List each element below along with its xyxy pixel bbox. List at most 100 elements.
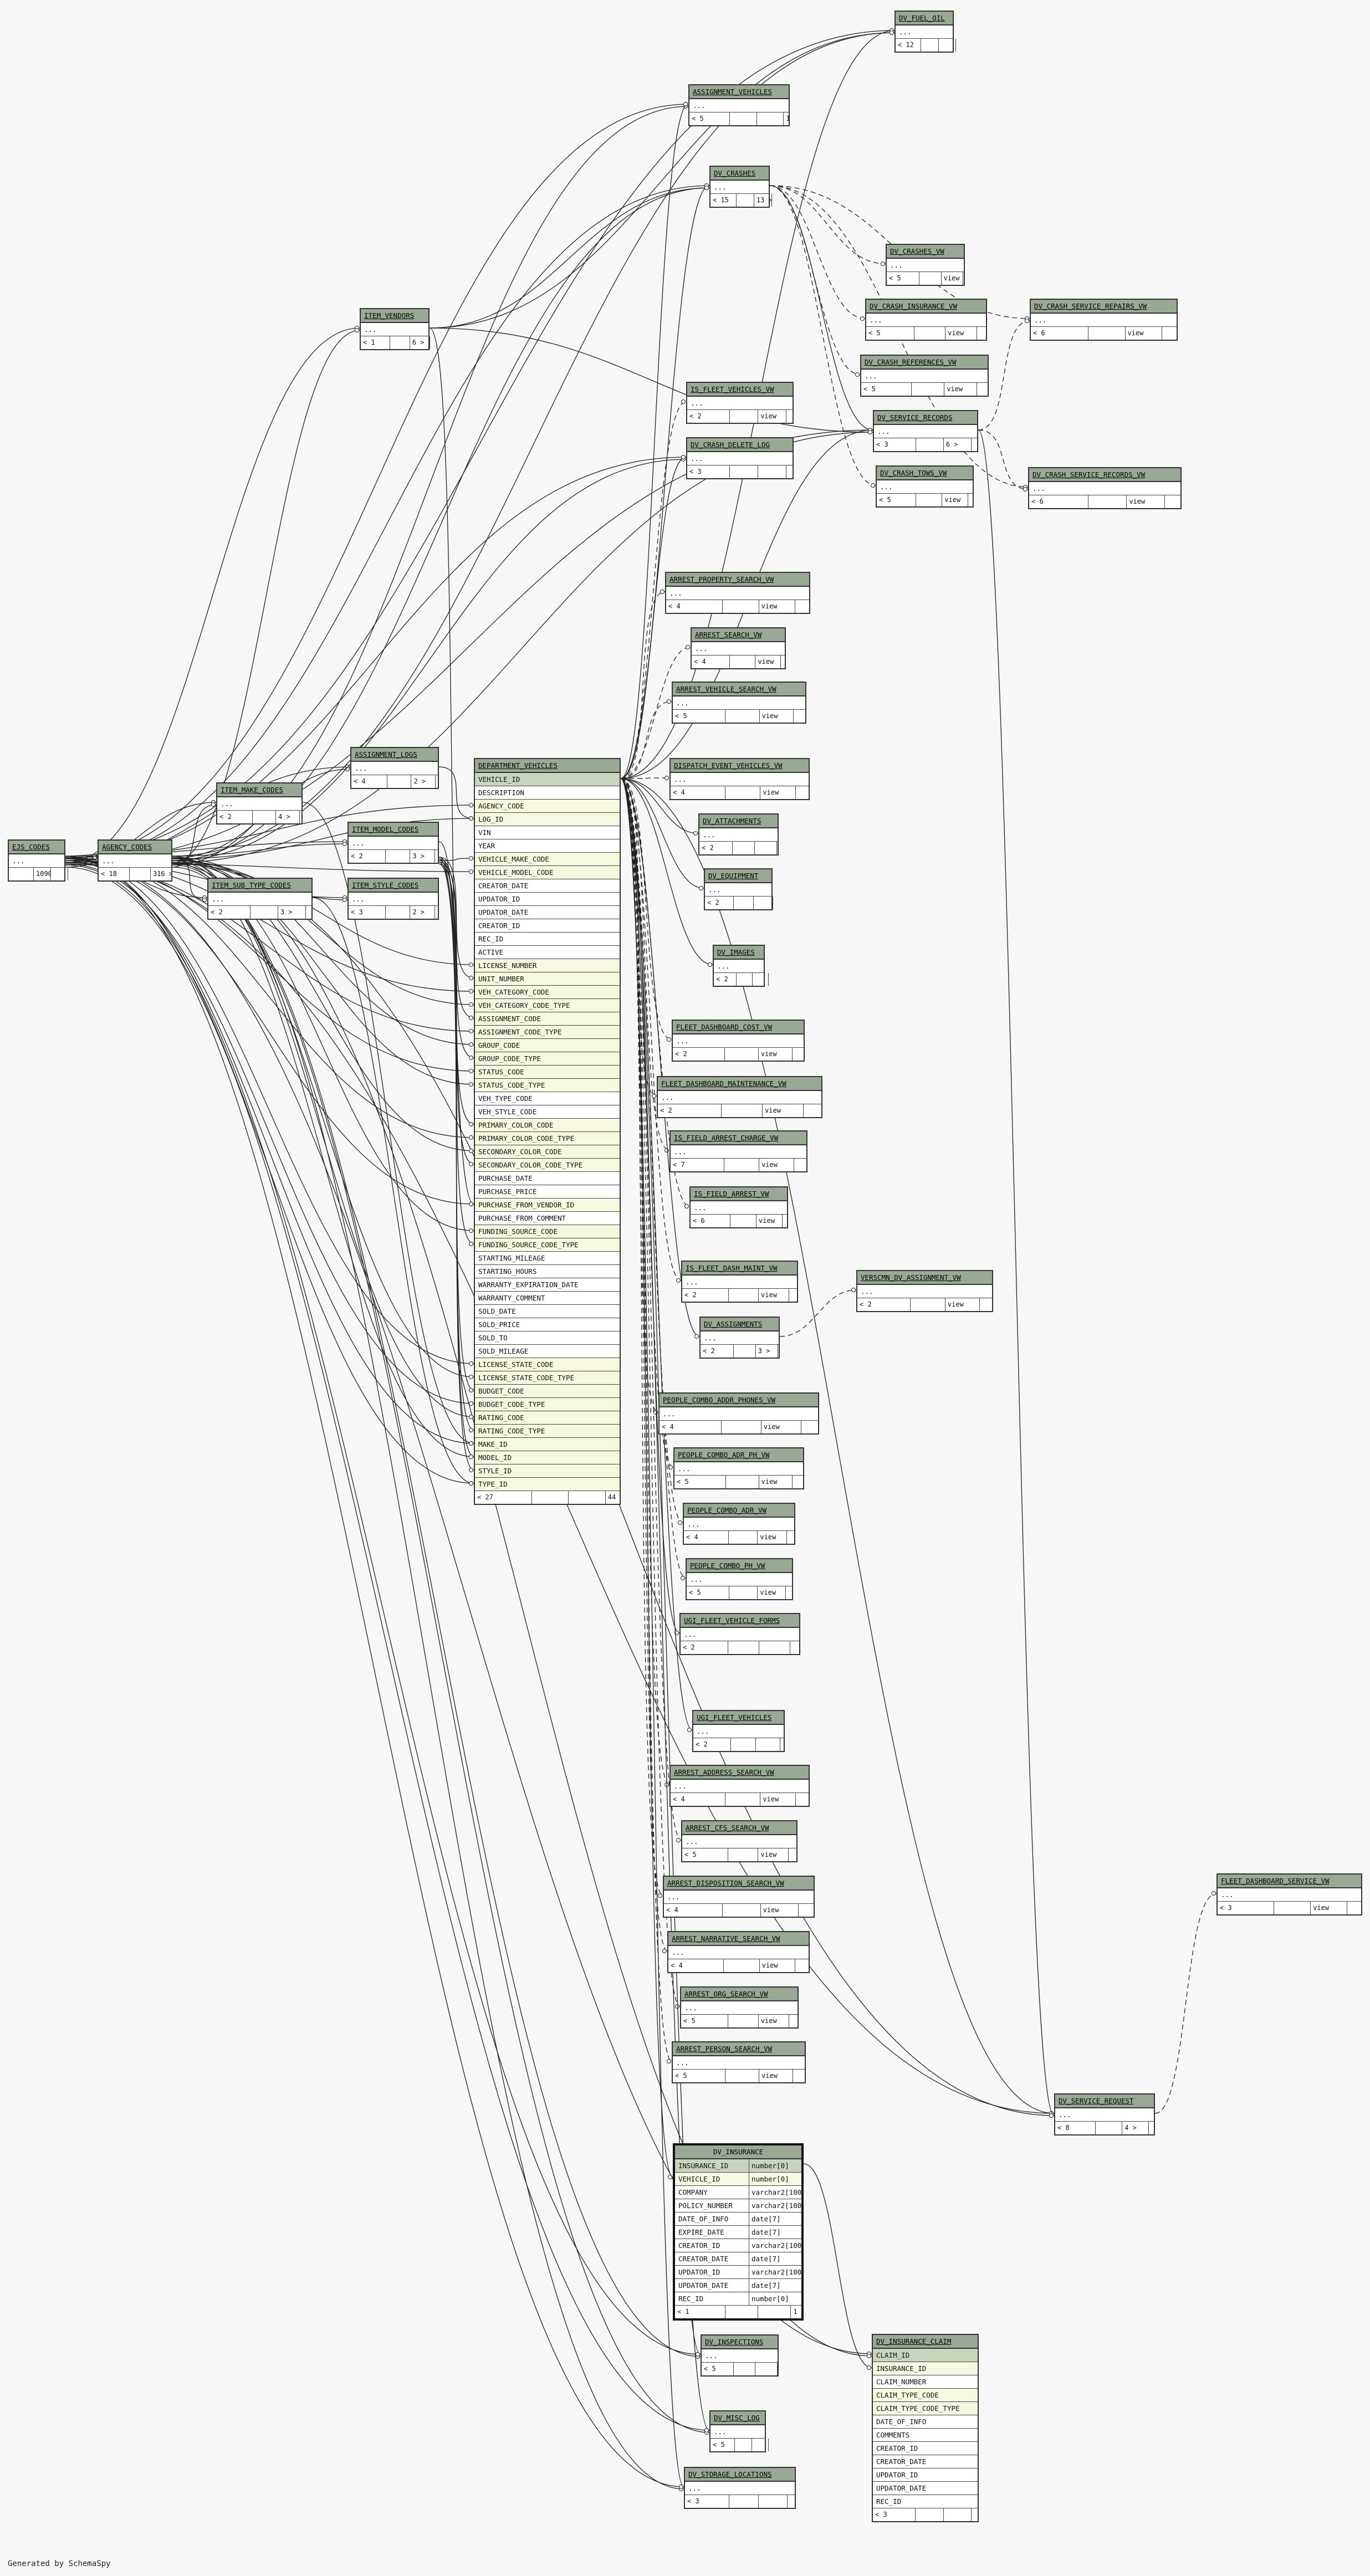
column-row[interactable]: ... (668, 1946, 809, 1959)
table-title[interactable]: DV_CRASH_REFERENCES_VW (861, 356, 988, 370)
table-dv-attachments[interactable]: DV_ATTACHMENTS...< 2 (698, 813, 779, 856)
table-title[interactable]: UGI_FLEET_VEHICLE_FORMS (681, 1614, 799, 1628)
column-row[interactable]: MODEL_ID (475, 1451, 620, 1464)
column-row[interactable]: ... (701, 1331, 779, 1345)
table-title[interactable]: DV_CRASHES_VW (887, 245, 964, 259)
column-row[interactable]: UNIT_NUMBER (475, 972, 620, 986)
column-row[interactable]: CREATOR_DATE (873, 2455, 978, 2469)
column-row[interactable]: UPDATOR_DATE (873, 2482, 978, 2495)
table-dv-misc-log[interactable]: DV_MISC_LOG...< 5 (709, 2410, 769, 2452)
table-title[interactable]: FLEET_DASHBOARD_SERVICE_VW (1218, 1875, 1361, 1888)
column-row[interactable]: AGENCY_CODE (475, 800, 620, 813)
column-row[interactable]: ACTIVE (475, 946, 620, 959)
table-title[interactable]: DV_INSURANCE_CLAIM (873, 2335, 978, 2349)
column-row[interactable]: MAKE_ID (475, 1438, 620, 1451)
column-row[interactable]: ... (682, 1276, 797, 1289)
column-row[interactable]: CLAIM_NUMBER (873, 2375, 978, 2389)
column-row[interactable]: ... (687, 1573, 792, 1586)
table-title[interactable]: EJS_CODES (9, 841, 64, 854)
column-row[interactable]: ... (1031, 314, 1177, 327)
column-row[interactable]: ... (685, 2482, 795, 2495)
column-row[interactable]: ... (682, 1835, 796, 1848)
table-title[interactable]: DV_CRASH_SERVICE_REPAIRS_VW (1031, 300, 1177, 314)
column-row[interactable]: ... (857, 1285, 992, 1298)
column-row[interactable]: STARTING_MILEAGE (475, 1252, 620, 1265)
column-row[interactable]: ... (691, 1201, 787, 1215)
table-dv-crash-delete-log[interactable]: DV_CRASH_DELETE_LOG...< 3 (686, 437, 794, 479)
column-row[interactable]: DATE_OF_INFO (873, 2415, 978, 2429)
column-row[interactable]: STYLE_ID (475, 1464, 620, 1478)
table-title[interactable]: ITEM_MODEL_CODES (349, 823, 438, 837)
column-row[interactable]: CREATOR_DATE (475, 879, 620, 893)
table-title[interactable]: ASSIGNMENT_LOGS (351, 748, 438, 762)
column-row[interactable]: ... (681, 2001, 798, 2015)
table-title[interactable]: PEOPLE_COMBO_ADDR_PHONES_VW (660, 1394, 818, 1407)
column-row[interactable]: ... (666, 587, 809, 600)
table-ejs-codes[interactable]: EJS_CODES...1090 > (8, 839, 68, 882)
column-row[interactable]: ASSIGNMENT_CODE_TYPE (475, 1026, 620, 1039)
table-title[interactable]: DV_CRASH_TOWS_VW (877, 467, 973, 480)
table-title[interactable]: DV_CRASH_INSURANCE_VW (866, 300, 986, 314)
column-row[interactable]: STARTING_HOURS (475, 1265, 620, 1278)
column-row[interactable]: LOG_ID (475, 813, 620, 826)
column-row[interactable]: CLAIM_ID (873, 2349, 978, 2362)
column-row[interactable]: SOLD_PRICE (475, 1318, 620, 1331)
column-row[interactable]: INSURANCE_ID (873, 2362, 978, 2375)
table-dv-inspections[interactable]: DV_INSPECTIONS...< 5 (701, 2334, 779, 2377)
table-title[interactable]: DV_SERVICE_RECORDS (874, 411, 977, 425)
table-title[interactable]: ARREST_NARRATIVE_SEARCH_VW (668, 1932, 809, 1946)
column-row[interactable]: REC_ID (475, 933, 620, 946)
column-row[interactable]: SOLD_TO (475, 1331, 620, 1345)
column-row[interactable]: VEH_STYLE_CODE (475, 1105, 620, 1119)
column-row[interactable]: PURCHASE_PRICE (475, 1185, 620, 1199)
table-title[interactable]: ITEM_STYLE_CODES (349, 879, 438, 893)
column-row[interactable]: ... (671, 1780, 809, 1793)
column-row[interactable]: SOLD_DATE (475, 1305, 620, 1318)
column-row[interactable]: FUNDING_SOURCE_CODE_TYPE (475, 1238, 620, 1252)
table-title[interactable]: DISPATCH_EVENT_VEHICLES_VW (671, 759, 809, 773)
column-row[interactable]: ... (351, 762, 438, 775)
column-row[interactable]: ... (660, 1407, 818, 1421)
table-ugi-fleet-vehicles[interactable]: UGI_FLEET_VEHICLES...< 2 (692, 1710, 785, 1752)
column-row[interactable]: PRIMARY_COLOR_CODE_TYPE (475, 1132, 620, 1145)
column-row[interactable]: ... (208, 893, 311, 906)
column-row[interactable]: BUDGET_CODE (475, 1385, 620, 1398)
table-title[interactable]: FLEET_DASHBOARD_COST_VW (673, 1021, 804, 1035)
table-title[interactable]: ARREST_PROPERTY_SEARCH_VW (666, 573, 809, 587)
column-row[interactable]: CREATOR_ID (475, 919, 620, 933)
column-row[interactable]: ... (349, 837, 438, 850)
column-row[interactable]: UPDATOR_DATE (475, 906, 620, 919)
table-title[interactable]: ITEM_MAKE_CODES (217, 783, 301, 797)
table-title[interactable]: ARREST_ORG_SEARCH_VW (681, 1988, 798, 2001)
column-row[interactable]: SECONDARY_COLOR_CODE_TYPE (475, 1159, 620, 1172)
table-title[interactable]: ARREST_VEHICLE_SEARCH_VW (673, 683, 805, 697)
column-row[interactable]: ... (1029, 482, 1180, 495)
column-row[interactable]: ... (887, 259, 964, 272)
table-dv-storage-locations[interactable]: DV_STORAGE_LOCATIONS...< 3 (684, 2467, 796, 2509)
